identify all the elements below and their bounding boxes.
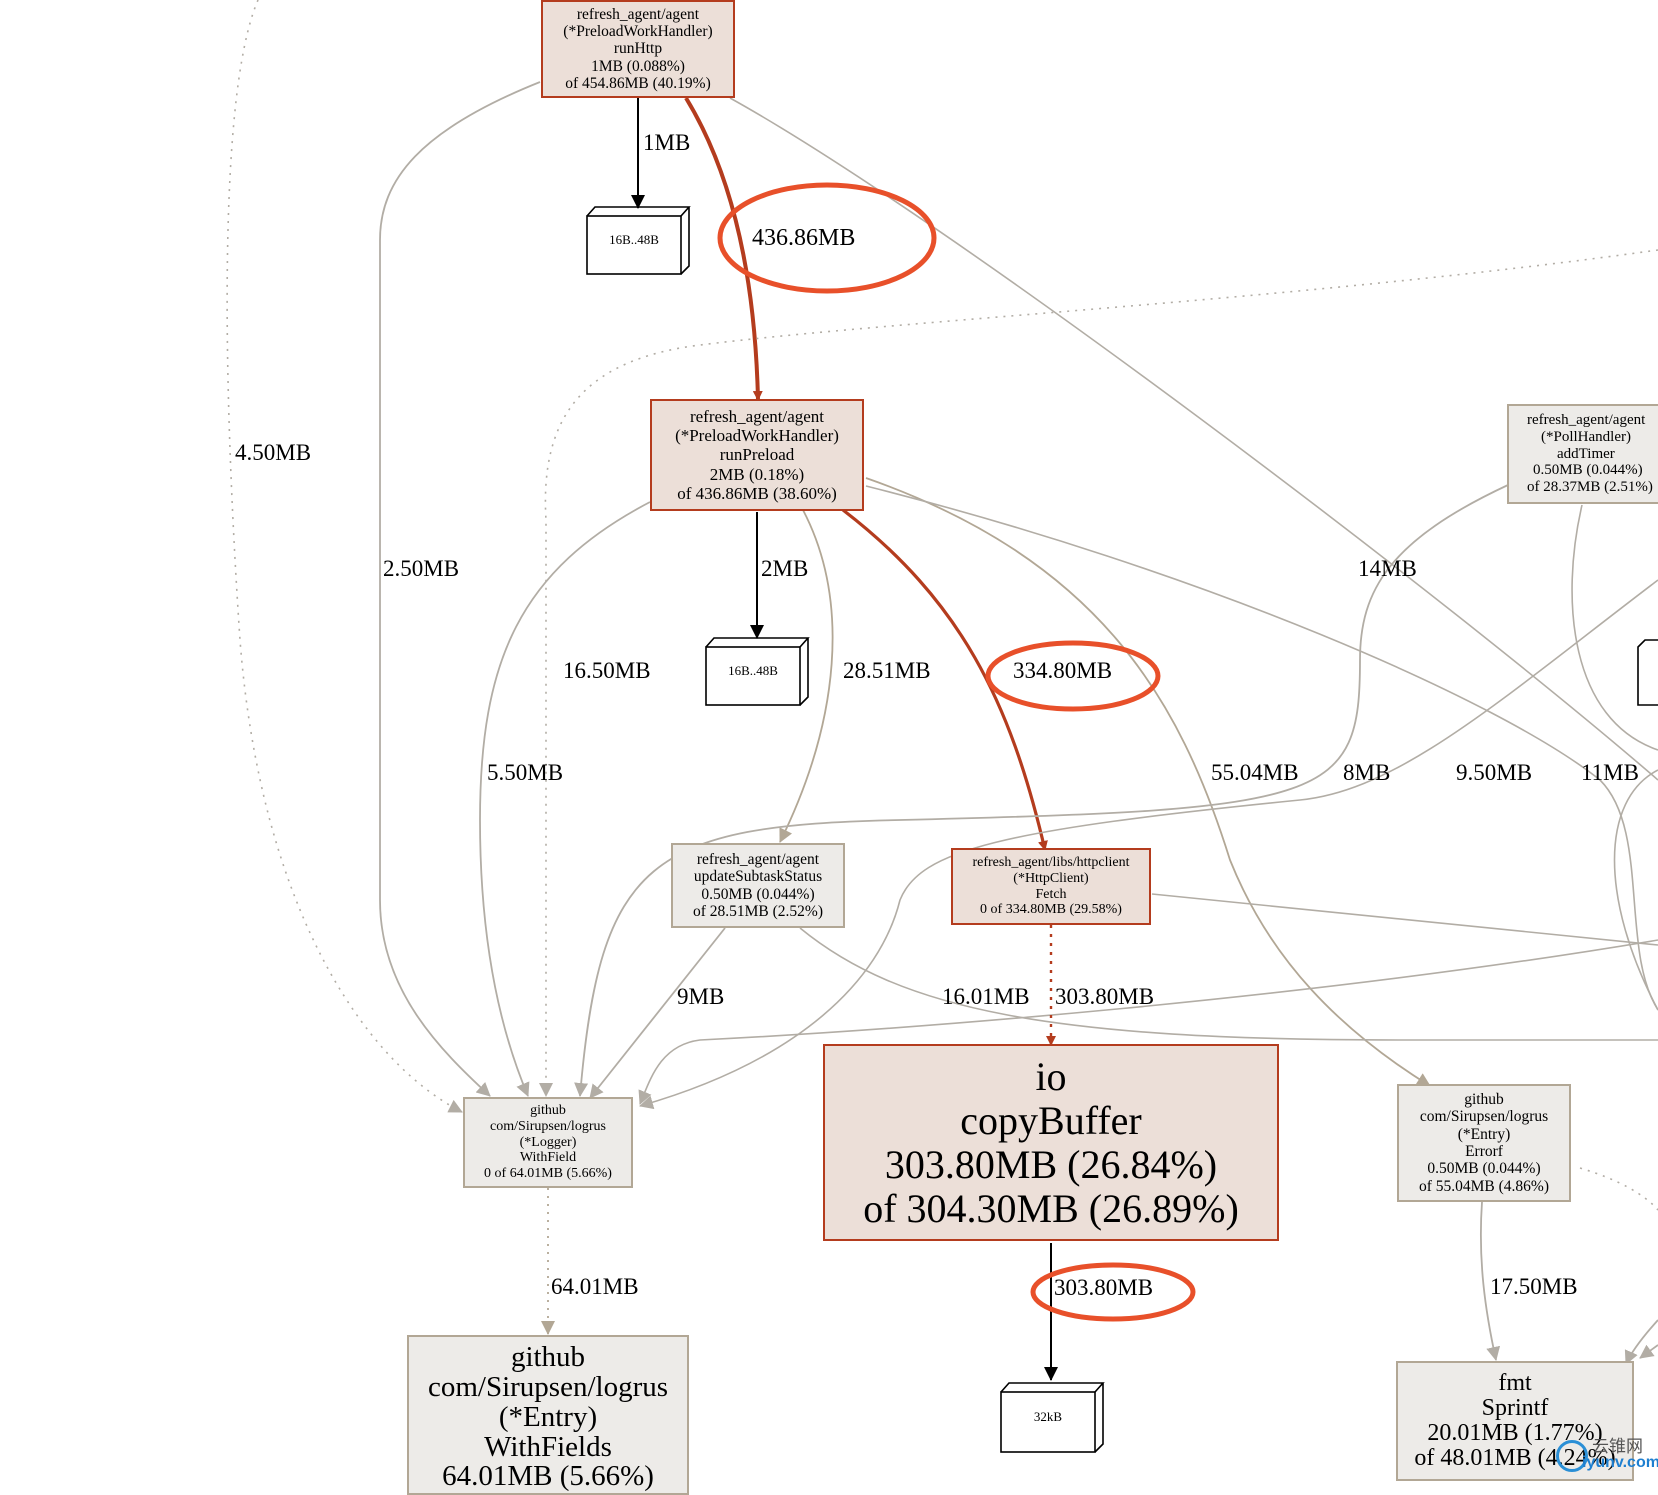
node-copybuffer-line-4: of 304.30MB (26.89%) [863, 1187, 1239, 1231]
edge-label-14mb: 14MB [1358, 556, 1417, 582]
node-sprintf-line-1: fmt [1498, 1371, 1531, 1396]
node-errorf-line-5: 0.50MB (0.044%) [1427, 1160, 1540, 1177]
node-errorf-line-2: com/Sirupsen/logrus [1420, 1108, 1548, 1125]
node-runhttp-line-3: runHttp [614, 40, 662, 57]
node-withfields-line-2: com/Sirupsen/logrus [428, 1373, 668, 1403]
node-withfields-line-1: github [511, 1343, 585, 1373]
node-runhttp-line-2: (*PreloadWorkHandler) [563, 23, 712, 40]
edge-label-950: 9.50MB [1456, 760, 1532, 786]
node-runhttp-line-5: of 454.86MB (40.19%) [565, 75, 711, 92]
edge-label-33480: 334.80MB [1013, 658, 1112, 684]
node-updatesubtaskstatus[interactable]: refresh_agent/agent updateSubtaskStatus … [671, 843, 845, 928]
node-addtimer-line-1: refresh_agent/agent [1527, 412, 1645, 429]
node-runpreload-line-2: (*PreloadWorkHandler) [675, 426, 839, 445]
edge-label-30380b: 303.80MB [1054, 1275, 1153, 1301]
watermark: 云锥网 iyunv.com [1556, 1432, 1656, 1478]
node-withfield-line-4: WithField [520, 1150, 576, 1166]
node-fetch-line-3: Fetch [1035, 887, 1066, 903]
edge-errorf-right [1580, 1168, 1658, 1210]
leaf-box-2-label: 16B..48B [706, 663, 800, 679]
edge-label-1750: 17.50MB [1490, 1274, 1578, 1300]
node-withfield-line-5: 0 of 64.01MB (5.66%) [484, 1166, 612, 1182]
edge-label-6401: 64.01MB [551, 1274, 639, 1300]
node-errorf-line-4: Errorf [1465, 1143, 1503, 1160]
edge-550 [480, 502, 650, 1096]
edge-250 [380, 82, 540, 1096]
node-sprintf-line-2: Sprintf [1482, 1396, 1549, 1421]
edge-label-250: 2.50MB [383, 556, 459, 582]
edge-label-2851: 28.51MB [843, 658, 931, 684]
node-withfield-line-3: (*Logger) [520, 1135, 577, 1151]
node-addtimer-line-4: 0.50MB (0.044%) [1527, 462, 1643, 479]
node-runhttp-line-1: refresh_agent/agent [577, 6, 699, 23]
node-updatesubtask-line-3: 0.50MB (0.044%) [701, 886, 814, 903]
edge-label-9mb: 9MB [677, 984, 724, 1010]
node-withfields[interactable]: github com/Sirupsen/logrus (*Entry) With… [407, 1335, 689, 1495]
node-updatesubtask-line-1: refresh_agent/agent [697, 851, 819, 868]
node-errorf-line-1: github [1464, 1091, 1504, 1108]
edge-1601 [800, 928, 1658, 1040]
node-fetch-line-2: (*HttpClient) [1013, 871, 1088, 887]
node-withfields-line-5: 64.01MB (5.66%) [442, 1462, 654, 1492]
node-runpreload-line-3: runPreload [720, 445, 795, 464]
node-updatesubtask-line-4: of 28.51MB (2.52%) [693, 903, 823, 920]
node-errorf-line-3: (*Entry) [1458, 1126, 1511, 1143]
leaf-box-1-label: 16B..48B [587, 232, 681, 248]
leaf-box-3-label: 32kB [1001, 1409, 1095, 1425]
node-copybuffer-line-2: copyBuffer [960, 1099, 1141, 1143]
node-copybuffer[interactable]: io copyBuffer 303.80MB (26.84%) of 304.3… [823, 1044, 1279, 1241]
node-copybuffer-line-3: 303.80MB (26.84%) [885, 1143, 1217, 1187]
edge-label-1601: 16.01MB [942, 984, 1030, 1010]
node-addtimer-line-2: (*PollHandler) [1527, 429, 1631, 446]
edge-label-2mb: 2MB [761, 556, 808, 582]
node-runhttp[interactable]: refresh_agent/agent (*PreloadWorkHandler… [541, 0, 735, 98]
node-fetch[interactable]: refresh_agent/libs/httpclient (*HttpClie… [951, 848, 1151, 925]
edge-label-8mb: 8MB [1343, 760, 1390, 786]
node-fetch-line-4: 0 of 334.80MB (29.58%) [980, 902, 1122, 918]
node-addtimer-line-3: addTimer [1527, 446, 1615, 463]
edge-right-sprintf-2 [1640, 1345, 1658, 1358]
node-errorf[interactable]: github com/Sirupsen/logrus (*Entry) Erro… [1397, 1084, 1571, 1202]
node-withfields-line-4: WithFields [484, 1433, 612, 1463]
node-withfield-line-1: github [530, 1103, 566, 1119]
node-runpreload[interactable]: refresh_agent/agent (*PreloadWorkHandler… [650, 399, 864, 511]
edge-label-11mb: 11MB [1581, 760, 1639, 786]
edge-label-550: 5.50MB [487, 760, 563, 786]
node-runpreload-line-4: 2MB (0.18%) [710, 465, 804, 484]
edge-label-1650: 16.50MB [563, 658, 651, 684]
leaf-box-4-partial [1638, 640, 1658, 705]
edge-11mb [1615, 770, 1658, 1010]
node-errorf-line-6: of 55.04MB (4.86%) [1419, 1178, 1549, 1195]
edge-9mb [590, 928, 725, 1098]
node-updatesubtask-line-2: updateSubtaskStatus [694, 868, 822, 885]
node-runpreload-line-1: refresh_agent/agent [690, 407, 824, 426]
edge-950 [866, 486, 1658, 1010]
node-addtimer[interactable]: refresh_agent/agent (*PollHandler) addTi… [1507, 404, 1658, 504]
node-withfield-line-2: com/Sirupsen/logrus [490, 1119, 606, 1135]
edge-fetch-right [1152, 894, 1658, 945]
edge-label-450: 4.50MB [235, 440, 311, 466]
node-fetch-line-1: refresh_agent/libs/httpclient [972, 855, 1129, 871]
edge-label-5504: 55.04MB [1211, 760, 1299, 786]
node-withfields-line-3: (*Entry) [499, 1403, 597, 1433]
node-addtimer-line-5: of 28.37MB (2.51%) [1527, 479, 1653, 496]
node-runhttp-line-4: 1MB (0.088%) [591, 58, 685, 75]
node-copybuffer-line-1: io [1035, 1055, 1066, 1099]
edge-addtimer-down [1572, 505, 1658, 750]
edge-label-1mb: 1MB [643, 130, 690, 156]
node-runpreload-line-5: of 436.86MB (38.60%) [677, 484, 837, 503]
edge-label-436: 436.86MB [752, 225, 855, 252]
edge-label-30380a: 303.80MB [1055, 984, 1154, 1010]
node-withfield[interactable]: github com/Sirupsen/logrus (*Logger) Wit… [463, 1097, 633, 1188]
watermark-url: iyunv.com [1582, 1454, 1658, 1472]
